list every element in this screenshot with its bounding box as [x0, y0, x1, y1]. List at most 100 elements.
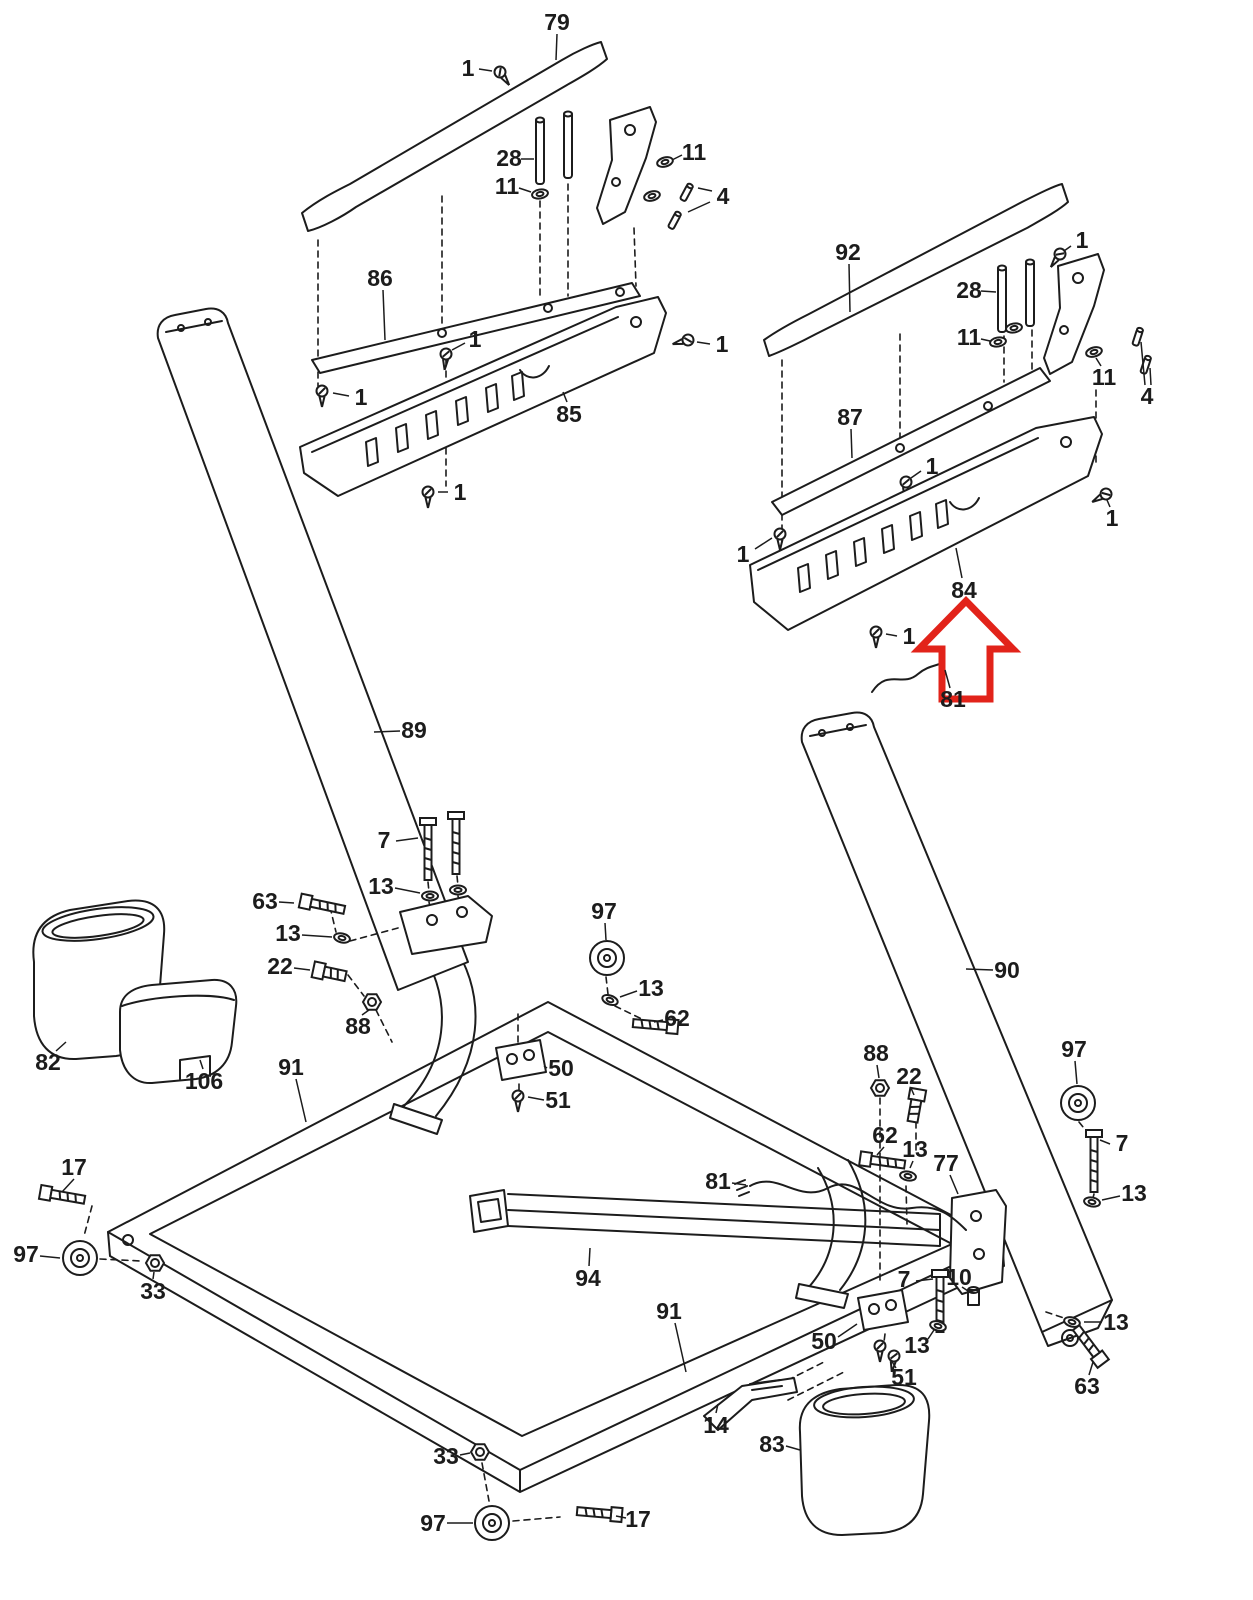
part-label-81: 81	[705, 1168, 731, 1194]
part-83-cap	[798, 1383, 931, 1536]
leader-line	[785, 1445, 801, 1451]
part-77-bracket	[949, 1189, 1007, 1295]
left-seat-bracket	[596, 106, 657, 225]
bolt-17	[37, 1184, 87, 1208]
washer-13	[1082, 1195, 1102, 1209]
front-left-corner-hardware	[37, 1184, 165, 1276]
part-label-91: 91	[278, 1054, 304, 1080]
part-label-83: 83	[759, 1431, 785, 1457]
right-upright-post	[800, 711, 1113, 1347]
part-label-89: 89	[401, 717, 427, 743]
post-bracket	[399, 895, 493, 955]
leader-line	[152, 1271, 155, 1280]
part-label-1: 1	[1106, 505, 1119, 531]
part-label-90: 90	[994, 957, 1020, 983]
leader-line	[518, 187, 532, 193]
part-label-79: 79	[544, 9, 570, 35]
part-label-1: 1	[926, 453, 939, 479]
washer-11	[1084, 344, 1104, 360]
part-label-92: 92	[835, 239, 861, 265]
screw-1	[670, 332, 696, 351]
leader-line	[478, 68, 493, 72]
part-14	[703, 1377, 798, 1431]
leader-line	[395, 837, 419, 842]
leader-line	[332, 392, 350, 397]
part-label-11: 11	[957, 324, 982, 350]
part-label-13: 13	[368, 873, 394, 899]
part-label-22: 22	[896, 1063, 922, 1089]
leader-line	[451, 342, 466, 351]
wheel-97	[1060, 1085, 1096, 1121]
part-label-7: 7	[378, 827, 391, 853]
part-label-51: 51	[545, 1087, 571, 1113]
leader-line	[1149, 367, 1152, 386]
screw-1	[869, 625, 883, 649]
part-label-4: 4	[1141, 383, 1154, 409]
washer-13	[599, 992, 621, 1008]
pin-28	[1025, 258, 1035, 327]
part-label-7: 7	[898, 1266, 911, 1292]
spacer-10	[967, 1289, 980, 1306]
bolt-17	[575, 1503, 624, 1524]
leader-line	[696, 341, 711, 345]
leader-line	[373, 730, 401, 733]
part-label-13: 13	[275, 920, 301, 946]
leader-line	[588, 1247, 591, 1267]
part-label-1: 1	[454, 479, 467, 505]
screw-51	[511, 1089, 525, 1113]
leader-line	[562, 391, 568, 403]
washer-13	[449, 884, 467, 896]
part-label-33: 33	[140, 1278, 166, 1304]
right-seat-bracket	[1043, 253, 1105, 375]
leader-line	[361, 1009, 370, 1016]
part-label-91: 91	[656, 1298, 682, 1324]
cap-106	[119, 978, 238, 1085]
leader-line	[1074, 1060, 1078, 1085]
washer-13	[332, 930, 352, 946]
wheel-97	[474, 1505, 510, 1541]
part-label-50: 50	[811, 1328, 837, 1354]
leader-line	[965, 968, 994, 971]
leader-line	[1063, 245, 1072, 252]
part-label-33: 33	[433, 1443, 459, 1469]
diagram-line-art	[32, 41, 1153, 1541]
part-label-106: 106	[185, 1068, 223, 1094]
part-label-63: 63	[1074, 1373, 1100, 1399]
leader-line	[837, 1323, 858, 1338]
leader-line	[619, 990, 638, 998]
part-label-87: 87	[837, 404, 863, 430]
screw-1	[491, 63, 515, 90]
leader-line	[459, 1452, 471, 1456]
wheel-97	[62, 1240, 98, 1276]
left-mid-wheel-hardware	[589, 940, 680, 1036]
leader-line	[671, 154, 683, 161]
leader-line	[1140, 341, 1146, 386]
part-label-13: 13	[638, 975, 664, 1001]
block-50	[495, 1039, 547, 1081]
part-79-cover	[301, 41, 608, 232]
leader-line	[555, 33, 558, 61]
part-label-11: 11	[682, 139, 707, 165]
leader-line	[944, 669, 951, 689]
screw-1	[438, 347, 453, 372]
part-label-1: 1	[716, 331, 729, 357]
right-post-foot-hardware	[1045, 1311, 1110, 1369]
screw-51	[873, 1339, 887, 1363]
left-handlebar-assembly	[299, 41, 696, 509]
right-handlebar-assembly	[749, 183, 1153, 693]
incline-arms	[389, 941, 867, 1309]
leader-line	[961, 1286, 969, 1292]
bolt-22	[903, 1086, 928, 1125]
part-label-82: 82	[35, 1049, 61, 1075]
part-label-14: 14	[703, 1412, 729, 1438]
leader-line	[909, 1160, 914, 1169]
washer-11	[642, 188, 662, 204]
leader-line	[915, 1278, 934, 1282]
leader-line	[301, 934, 333, 938]
part-label-86: 86	[367, 265, 393, 291]
nut-88	[362, 993, 382, 1011]
leader-line	[980, 290, 997, 293]
washer-11	[655, 154, 675, 170]
